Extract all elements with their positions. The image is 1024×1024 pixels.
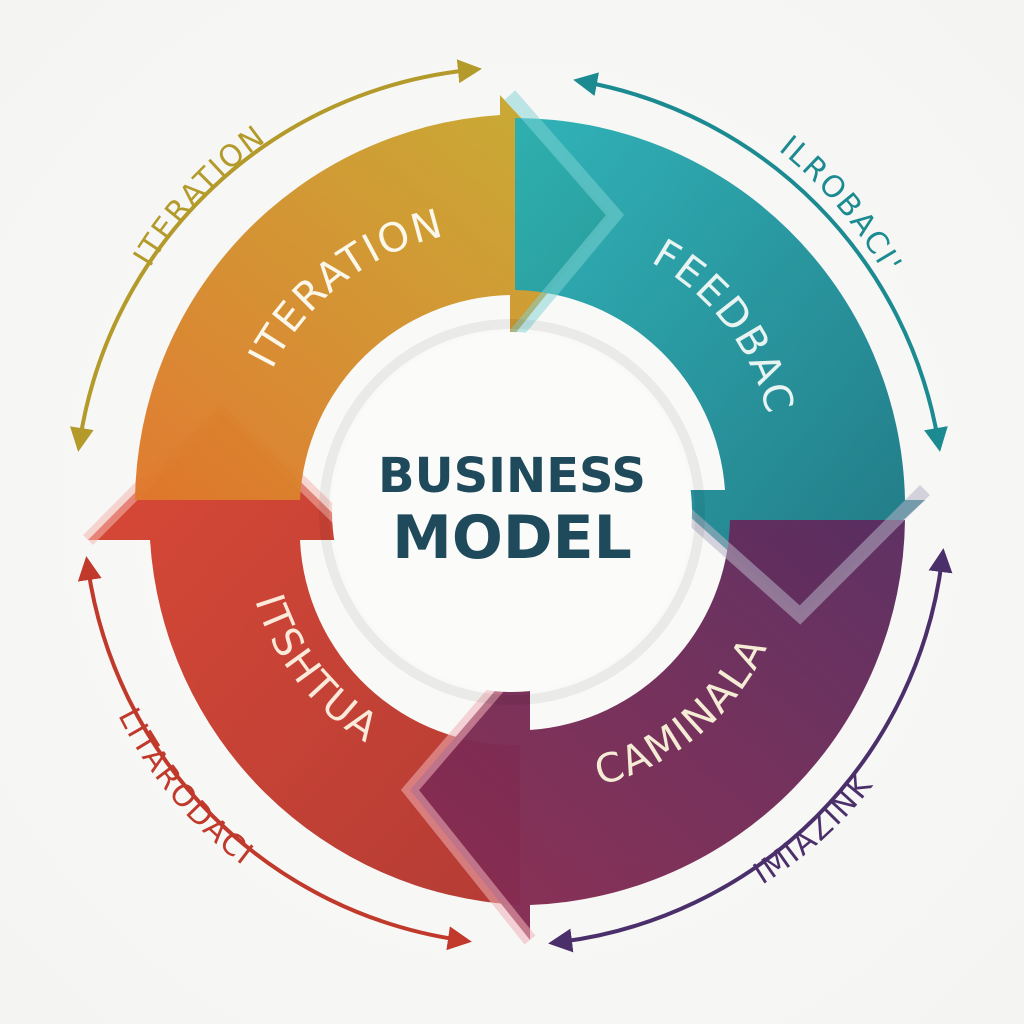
center-circle-shadow bbox=[319, 319, 705, 705]
center-circle bbox=[332, 332, 692, 692]
segment-teal-arrowhead-glow bbox=[504, 90, 625, 340]
center-title-line2: MODEL bbox=[392, 503, 632, 573]
segment-purple-arrowhead-glow bbox=[655, 484, 930, 625]
outer-arrow-bottom-left bbox=[77, 556, 472, 951]
outer-arrow-top-left bbox=[69, 59, 482, 452]
outer-arrow-top-right bbox=[573, 72, 948, 452]
segment-red-tip-glow bbox=[400, 645, 536, 945]
center-title-line1: BUSINESS bbox=[378, 448, 646, 504]
segment-purple-arrow bbox=[410, 520, 905, 940]
outer-arrow-bottom-right bbox=[548, 548, 953, 953]
segment-teal-arrow bbox=[515, 117, 925, 615]
segment-orange-arrow bbox=[135, 95, 610, 500]
